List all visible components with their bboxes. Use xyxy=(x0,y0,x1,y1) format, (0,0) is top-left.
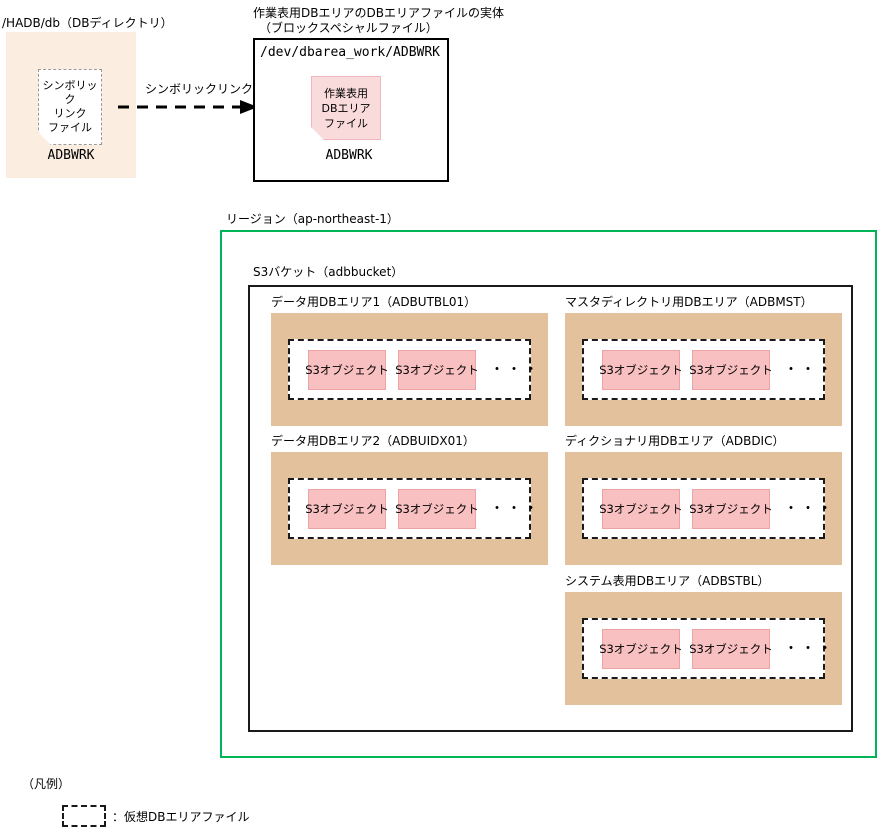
dbarea-box-3: S3オブジェクト S3オブジェクト ・・・ xyxy=(565,452,842,565)
block-special-caption-line2: （ブロックスペシャルファイル） xyxy=(259,21,438,35)
ellipsis: ・・・ xyxy=(490,361,541,378)
s3-object: S3オブジェクト xyxy=(395,488,479,529)
dbarea-box-2: S3オブジェクト S3オブジェクト ・・・ xyxy=(271,452,548,565)
s3-object: S3オブジェクト xyxy=(689,628,773,669)
dbarea-caption-4: システム表用DBエリア（ADBSTBL） xyxy=(565,574,770,588)
document-shape-icon xyxy=(311,76,381,140)
region-caption: リージョン（ap-northeast-1） xyxy=(226,212,399,226)
ellipsis: ・・・ xyxy=(784,640,835,657)
s3-object: S3オブジェクト xyxy=(305,488,389,529)
virtual-dbarea-file-3: S3オブジェクト S3オブジェクト ・・・ xyxy=(582,478,832,539)
s3-object: S3オブジェクト xyxy=(599,349,683,390)
symbolic-link-arrow-icon xyxy=(118,100,258,114)
workfile-line-1: 作業表用 xyxy=(324,86,368,100)
document-shape-icon xyxy=(38,69,102,145)
block-special-caption-line1: 作業表用DBエリアのDBエリアファイルの実体 xyxy=(253,6,504,20)
workfile-line-2: DBエリア xyxy=(321,101,371,115)
ellipsis: ・・・ xyxy=(784,361,835,378)
legend-entry-virtual-dbarea-file: ：仮想DBエリアファイル xyxy=(62,805,249,827)
dbarea-box-0: S3オブジェクト S3オブジェクト ・・・ xyxy=(271,313,548,426)
s3-object: S3オブジェクト xyxy=(305,349,389,390)
s3-object: S3オブジェクト xyxy=(395,349,479,390)
work-table-file-label: 作業表用 DBエリア ファイル xyxy=(311,76,381,140)
workfile-line-3: ファイル xyxy=(324,116,368,130)
dbarea-caption-1: マスタディレクトリ用DBエリア（ADBMST） xyxy=(565,295,813,309)
bucket-caption: S3バケット（adbbucket） xyxy=(253,265,404,279)
virtual-dbarea-file-0: S3オブジェクト S3オブジェクト ・・・ xyxy=(288,339,538,400)
symbolic-link-file: シンボリック リンク ファイル xyxy=(38,69,102,145)
dbarea-caption-2: データ用DBエリア2（ADBUIDX01） xyxy=(271,434,475,448)
legend-swatch-dashed-box xyxy=(62,805,106,827)
symlink-line-2: リンク xyxy=(53,107,87,120)
dbarea-caption-0: データ用DBエリア1（ADBUTBL01） xyxy=(271,295,477,309)
ellipsis: ・・・ xyxy=(490,500,541,517)
s3-object: S3オブジェクト xyxy=(689,349,773,390)
device-path-text: /dev/dbarea_work/ADBWRK xyxy=(260,45,441,60)
dbarea-box-4: S3オブジェクト S3オブジェクト ・・・ xyxy=(565,592,842,705)
s3-object: S3オブジェクト xyxy=(689,488,773,529)
virtual-dbarea-file-1: S3オブジェクト S3オブジェクト ・・・ xyxy=(582,339,832,400)
ellipsis: ・・・ xyxy=(784,500,835,517)
symbolic-link-file-label: シンボリック リンク ファイル xyxy=(38,69,102,145)
work-table-file-name: ADBWRK xyxy=(325,148,373,163)
virtual-dbarea-file-2: S3オブジェクト S3オブジェクト ・・・ xyxy=(288,478,538,539)
symbolic-link-label: シンボリックリンク xyxy=(145,82,254,96)
s3-object: S3オブジェクト xyxy=(599,628,683,669)
legend-entry-label: ：仮想DBエリアファイル xyxy=(112,809,250,824)
virtual-dbarea-file-4: S3オブジェクト S3オブジェクト ・・・ xyxy=(582,618,832,679)
legend-title: （凡例） xyxy=(22,777,71,791)
symlink-line-3: ファイル xyxy=(48,121,92,134)
symbolic-link-file-name: ADBWRK xyxy=(47,148,95,163)
dbarea-box-1: S3オブジェクト S3オブジェクト ・・・ xyxy=(565,313,842,426)
dbarea-caption-3: ディクショナリ用DBエリア（ADBDIC） xyxy=(565,434,785,448)
work-table-dbarea-file: 作業表用 DBエリア ファイル xyxy=(311,76,381,140)
s3-object: S3オブジェクト xyxy=(599,488,683,529)
db-directory-caption: /HADB/db（DBディレクトリ） xyxy=(2,16,173,30)
symlink-line-1: シンボリック xyxy=(42,79,98,106)
